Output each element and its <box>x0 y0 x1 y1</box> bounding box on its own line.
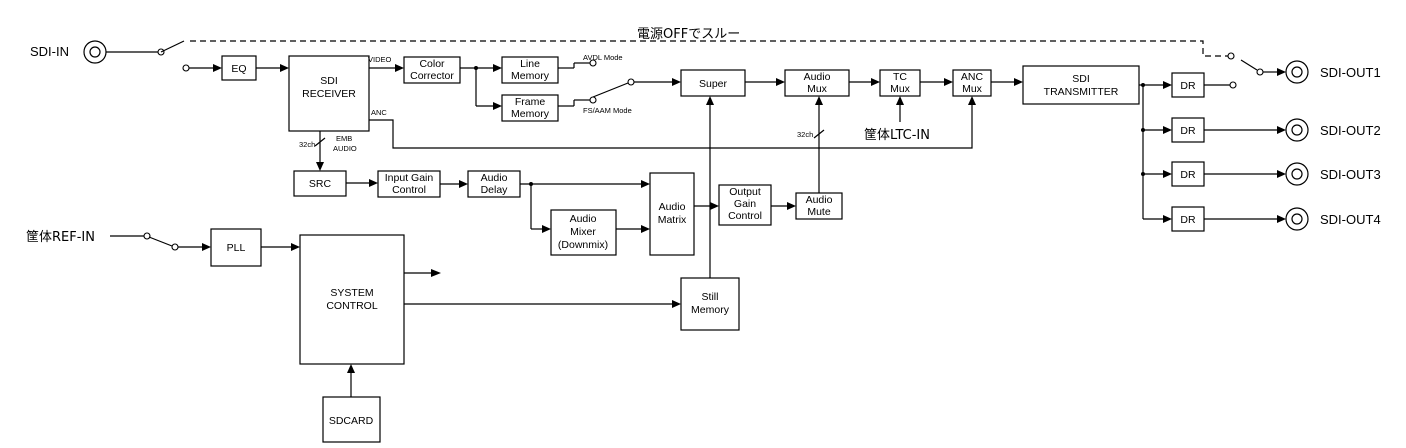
sdcard-block <box>322 396 381 443</box>
audio-mixer-1-text: Audio <box>570 213 597 225</box>
dr-block-3 <box>1171 161 1205 187</box>
tc-mux-1-text: TC <box>893 71 907 83</box>
dr-text: DR <box>1180 125 1196 137</box>
avdl-mode-label: AVDL Mode <box>583 53 623 62</box>
audio-matrix-block <box>649 172 695 256</box>
audio-matrix-2-text: Matrix <box>658 214 687 226</box>
audio-delay-1-text: Audio <box>481 172 508 184</box>
ref-switch-arm <box>148 236 173 247</box>
sdi-out3-label: SDI-OUT3 <box>1320 167 1381 182</box>
dr-block-1 <box>1171 72 1205 98</box>
dr-text: DR <box>1180 214 1196 226</box>
sdi-transmitter-1-text: SDI <box>1072 73 1090 85</box>
mode-switch-arm <box>592 82 629 98</box>
dr-text: DR <box>1180 169 1196 181</box>
sdi-out1-connector-icon <box>1285 60 1309 84</box>
eq-label: EQ <box>231 63 246 75</box>
sdi-transmitter-2-text: TRANSMITTER <box>1044 86 1119 98</box>
sdi-transmitter-block <box>1022 65 1140 105</box>
super-block <box>680 69 746 97</box>
audio-delay-block <box>467 170 521 198</box>
audio-mixer-block <box>550 209 617 256</box>
emb-audio-1-text: EMB <box>336 134 352 143</box>
output-gain-2-text: Gain <box>734 198 756 210</box>
input-gain-control-block <box>377 170 441 198</box>
dr-text: DR <box>1180 80 1196 92</box>
audio-mux-block <box>784 69 850 97</box>
sdi-out3-connector-icon <box>1285 162 1309 186</box>
output-gain-3-text: Control <box>728 210 762 222</box>
audio-delay-2-text: Delay <box>481 184 509 196</box>
src-block <box>293 170 347 197</box>
audio-mute-block <box>795 192 843 220</box>
system-control-1-text: SYSTEM <box>330 287 373 299</box>
line-memory-block <box>501 56 559 84</box>
input-gain-2-text: Control <box>392 184 426 196</box>
color-corrector-2-text: Corrector <box>410 70 454 82</box>
super-text: Super <box>699 78 728 90</box>
emb-audio-2-text: AUDIO <box>333 144 357 153</box>
sdi-in-label: SDI-IN <box>30 44 69 59</box>
sdi-out4-connector-icon <box>1285 207 1309 231</box>
ltc-in-label: 筐体LTC-IN <box>864 127 930 143</box>
sdi-in-connector-icon <box>83 40 107 64</box>
line-memory-2-text: Memory <box>511 70 550 82</box>
fs-aam-mode-label: FS/AAM Mode <box>583 106 632 115</box>
anc-mux-2-text: Mux <box>962 83 983 95</box>
color-corrector-1-text: Color <box>419 58 445 70</box>
bypass-switch-arm <box>160 40 185 53</box>
sdi-out4-label: SDI-OUT4 <box>1320 212 1381 227</box>
anc-mux-block <box>952 69 992 97</box>
still-memory-1-text: Still <box>702 291 719 303</box>
anc-label: ANC <box>371 108 387 117</box>
sdi-out2-label: SDI-OUT2 <box>1320 123 1381 138</box>
audio-mute-1-text: Audio <box>806 194 833 206</box>
sdi-out2-connector-icon <box>1285 118 1309 142</box>
audio-mux-1-text: Audio <box>804 71 831 83</box>
dr-block-2 <box>1171 117 1205 143</box>
still-memory-2-text: Memory <box>691 304 730 316</box>
tc-mux-2-text: Mux <box>890 83 911 95</box>
frame-memory-block <box>501 94 559 122</box>
audio-mute-2-text: Mute <box>807 206 831 218</box>
output-gain-control-block <box>718 184 772 226</box>
power-off-through-label: 電源OFFでスルー <box>637 27 740 42</box>
system-control-block <box>299 234 405 365</box>
pll-text: PLL <box>227 242 246 254</box>
sdi-receiver-block <box>288 55 370 132</box>
input-gain-1-text: Input Gain <box>385 172 434 184</box>
power-off-bypass-line <box>190 40 1228 57</box>
audio-mux-2-text: Mux <box>807 83 828 95</box>
sdi-receiver-2-text: RECEIVER <box>302 88 356 100</box>
frame-memory-2-text: Memory <box>511 108 550 120</box>
audio-mixer-3-text: (Downmix) <box>558 239 608 251</box>
src-text: SRC <box>309 178 332 190</box>
ref-in-label: 筐体REF-IN <box>26 229 95 245</box>
output-switch-arm <box>1240 59 1258 71</box>
output-gain-1-text: Output <box>729 186 761 198</box>
sdi-out1-label: SDI-OUT1 <box>1320 65 1381 80</box>
ch32-label-b: 32ch <box>797 130 813 139</box>
anc-mux-1-text: ANC <box>961 71 984 83</box>
sdcard-text: SDCARD <box>329 415 374 427</box>
color-corrector-block <box>403 56 461 84</box>
audio-mixer-2-text: Mixer <box>570 226 596 238</box>
system-control-2-text: CONTROL <box>326 300 377 312</box>
frame-memory-1-text: Frame <box>515 96 545 108</box>
line-memory-1-text: Line <box>520 58 540 70</box>
eq-block <box>221 55 257 81</box>
sdi-receiver-1-text: SDI <box>320 75 338 87</box>
audio-matrix-1-text: Audio <box>659 201 686 213</box>
video-label: VIDEO <box>368 55 392 64</box>
ch32-label-a: 32ch <box>299 140 315 149</box>
